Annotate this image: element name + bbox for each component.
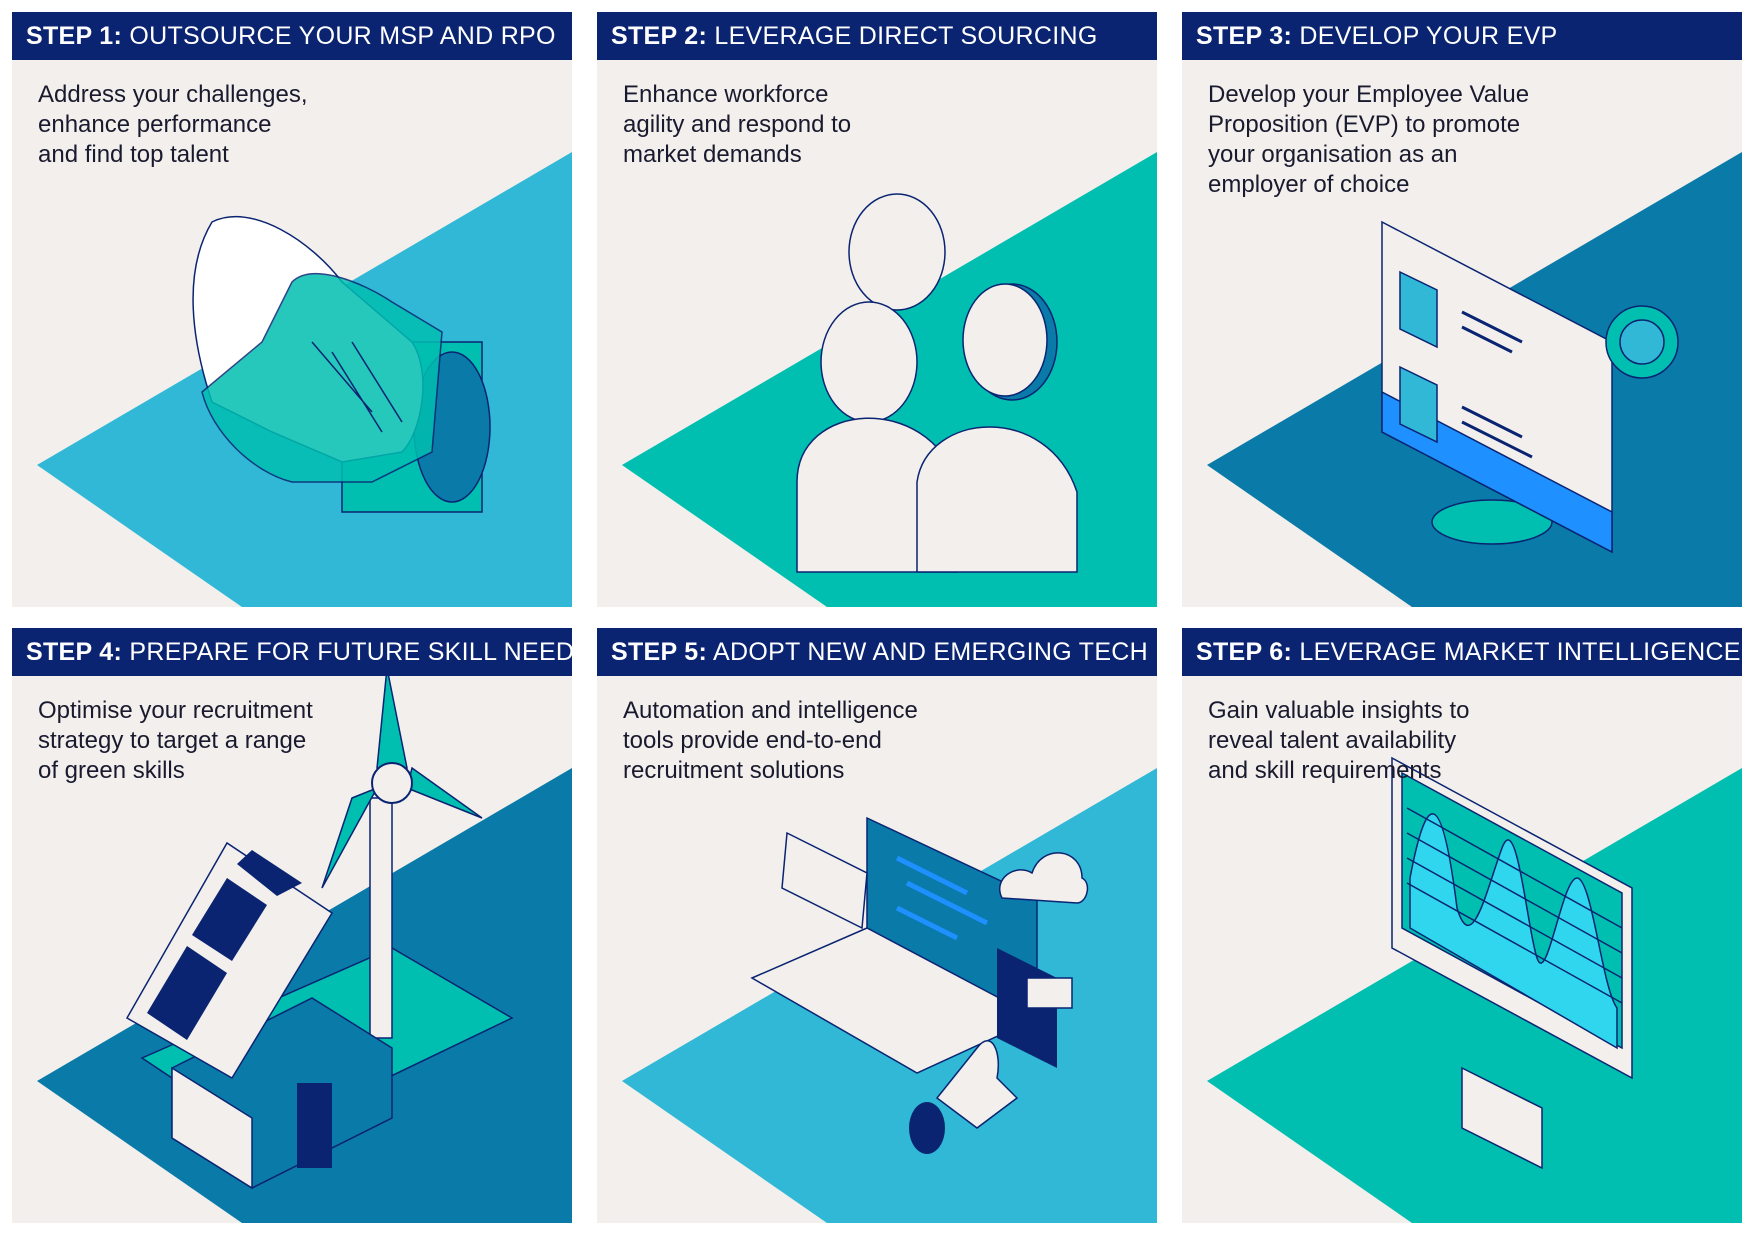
step-number: STEP 6: [1196, 638, 1293, 666]
step-description: Develop your Employee Value Proposition … [1208, 81, 1530, 198]
step-number: STEP 4: [26, 638, 123, 666]
step-number: STEP 1: [26, 22, 123, 50]
step-number: STEP 5: [611, 638, 708, 666]
step-title: LEVERAGE DIRECT SOURCING [714, 22, 1098, 50]
step-description: Automation and intelligence tools provid… [623, 697, 918, 784]
step-description: Enhance workforce agility and respond to… [623, 81, 852, 168]
step-number: STEP 2: [611, 22, 708, 50]
step-header-4: STEP 4: PREPARE FOR FUTURE SKILL NEEDS [12, 628, 572, 676]
step-description: Optimise your recruitment strategy to ta… [38, 697, 313, 784]
step-header-5: STEP 5: ADOPT NEW AND EMERGING TECH [597, 628, 1157, 676]
step-header-1: STEP 1: OUTSOURCE YOUR MSP AND RPO [12, 12, 572, 60]
step-card-6: STEP 6: LEVERAGE MARKET INTELLIGENCE Gai… [1182, 628, 1742, 1223]
step-description: Gain valuable insights to reveal talent … [1208, 697, 1470, 784]
step-header-3: STEP 3: DEVELOP YOUR EVP [1182, 12, 1742, 60]
step-description: Address your challenges, enhance perform… [38, 81, 308, 168]
step-title: ADOPT NEW AND EMERGING TECH [713, 638, 1149, 666]
step-title: OUTSOURCE YOUR MSP AND RPO [129, 22, 556, 50]
step-card-2: STEP 2: LEVERAGE DIRECT SOURCING Enhance… [597, 12, 1157, 607]
monitor-chart-icon [1207, 756, 1742, 1223]
people-group-icon [622, 152, 1157, 607]
step-card-4: STEP 4: PREPARE FOR FUTURE SKILL NEEDS O… [12, 628, 572, 1223]
step-title: DEVELOP YOUR EVP [1299, 22, 1558, 50]
step-card-5: STEP 5: ADOPT NEW AND EMERGING TECH Auto… [597, 628, 1157, 1223]
monitor-profile-badge-icon [1207, 152, 1742, 607]
green-house-solar-wind-icon [37, 667, 572, 1223]
step-card-1: STEP 1: OUTSOURCE YOUR MSP AND RPO Addre… [12, 12, 572, 607]
step-title: PREPARE FOR FUTURE SKILL NEEDS [129, 638, 572, 666]
laptop-cloud-automation-icon [622, 768, 1157, 1223]
step-title: LEVERAGE MARKET INTELLIGENCE [1299, 638, 1741, 666]
step-card-3: STEP 3: DEVELOP YOUR EVP Develop your Em… [1182, 12, 1742, 607]
step-header-6: STEP 6: LEVERAGE MARKET INTELLIGENCE [1182, 628, 1742, 676]
handshake-icon [37, 152, 572, 607]
step-header-2: STEP 2: LEVERAGE DIRECT SOURCING [597, 12, 1157, 60]
step-number: STEP 3: [1196, 22, 1293, 50]
